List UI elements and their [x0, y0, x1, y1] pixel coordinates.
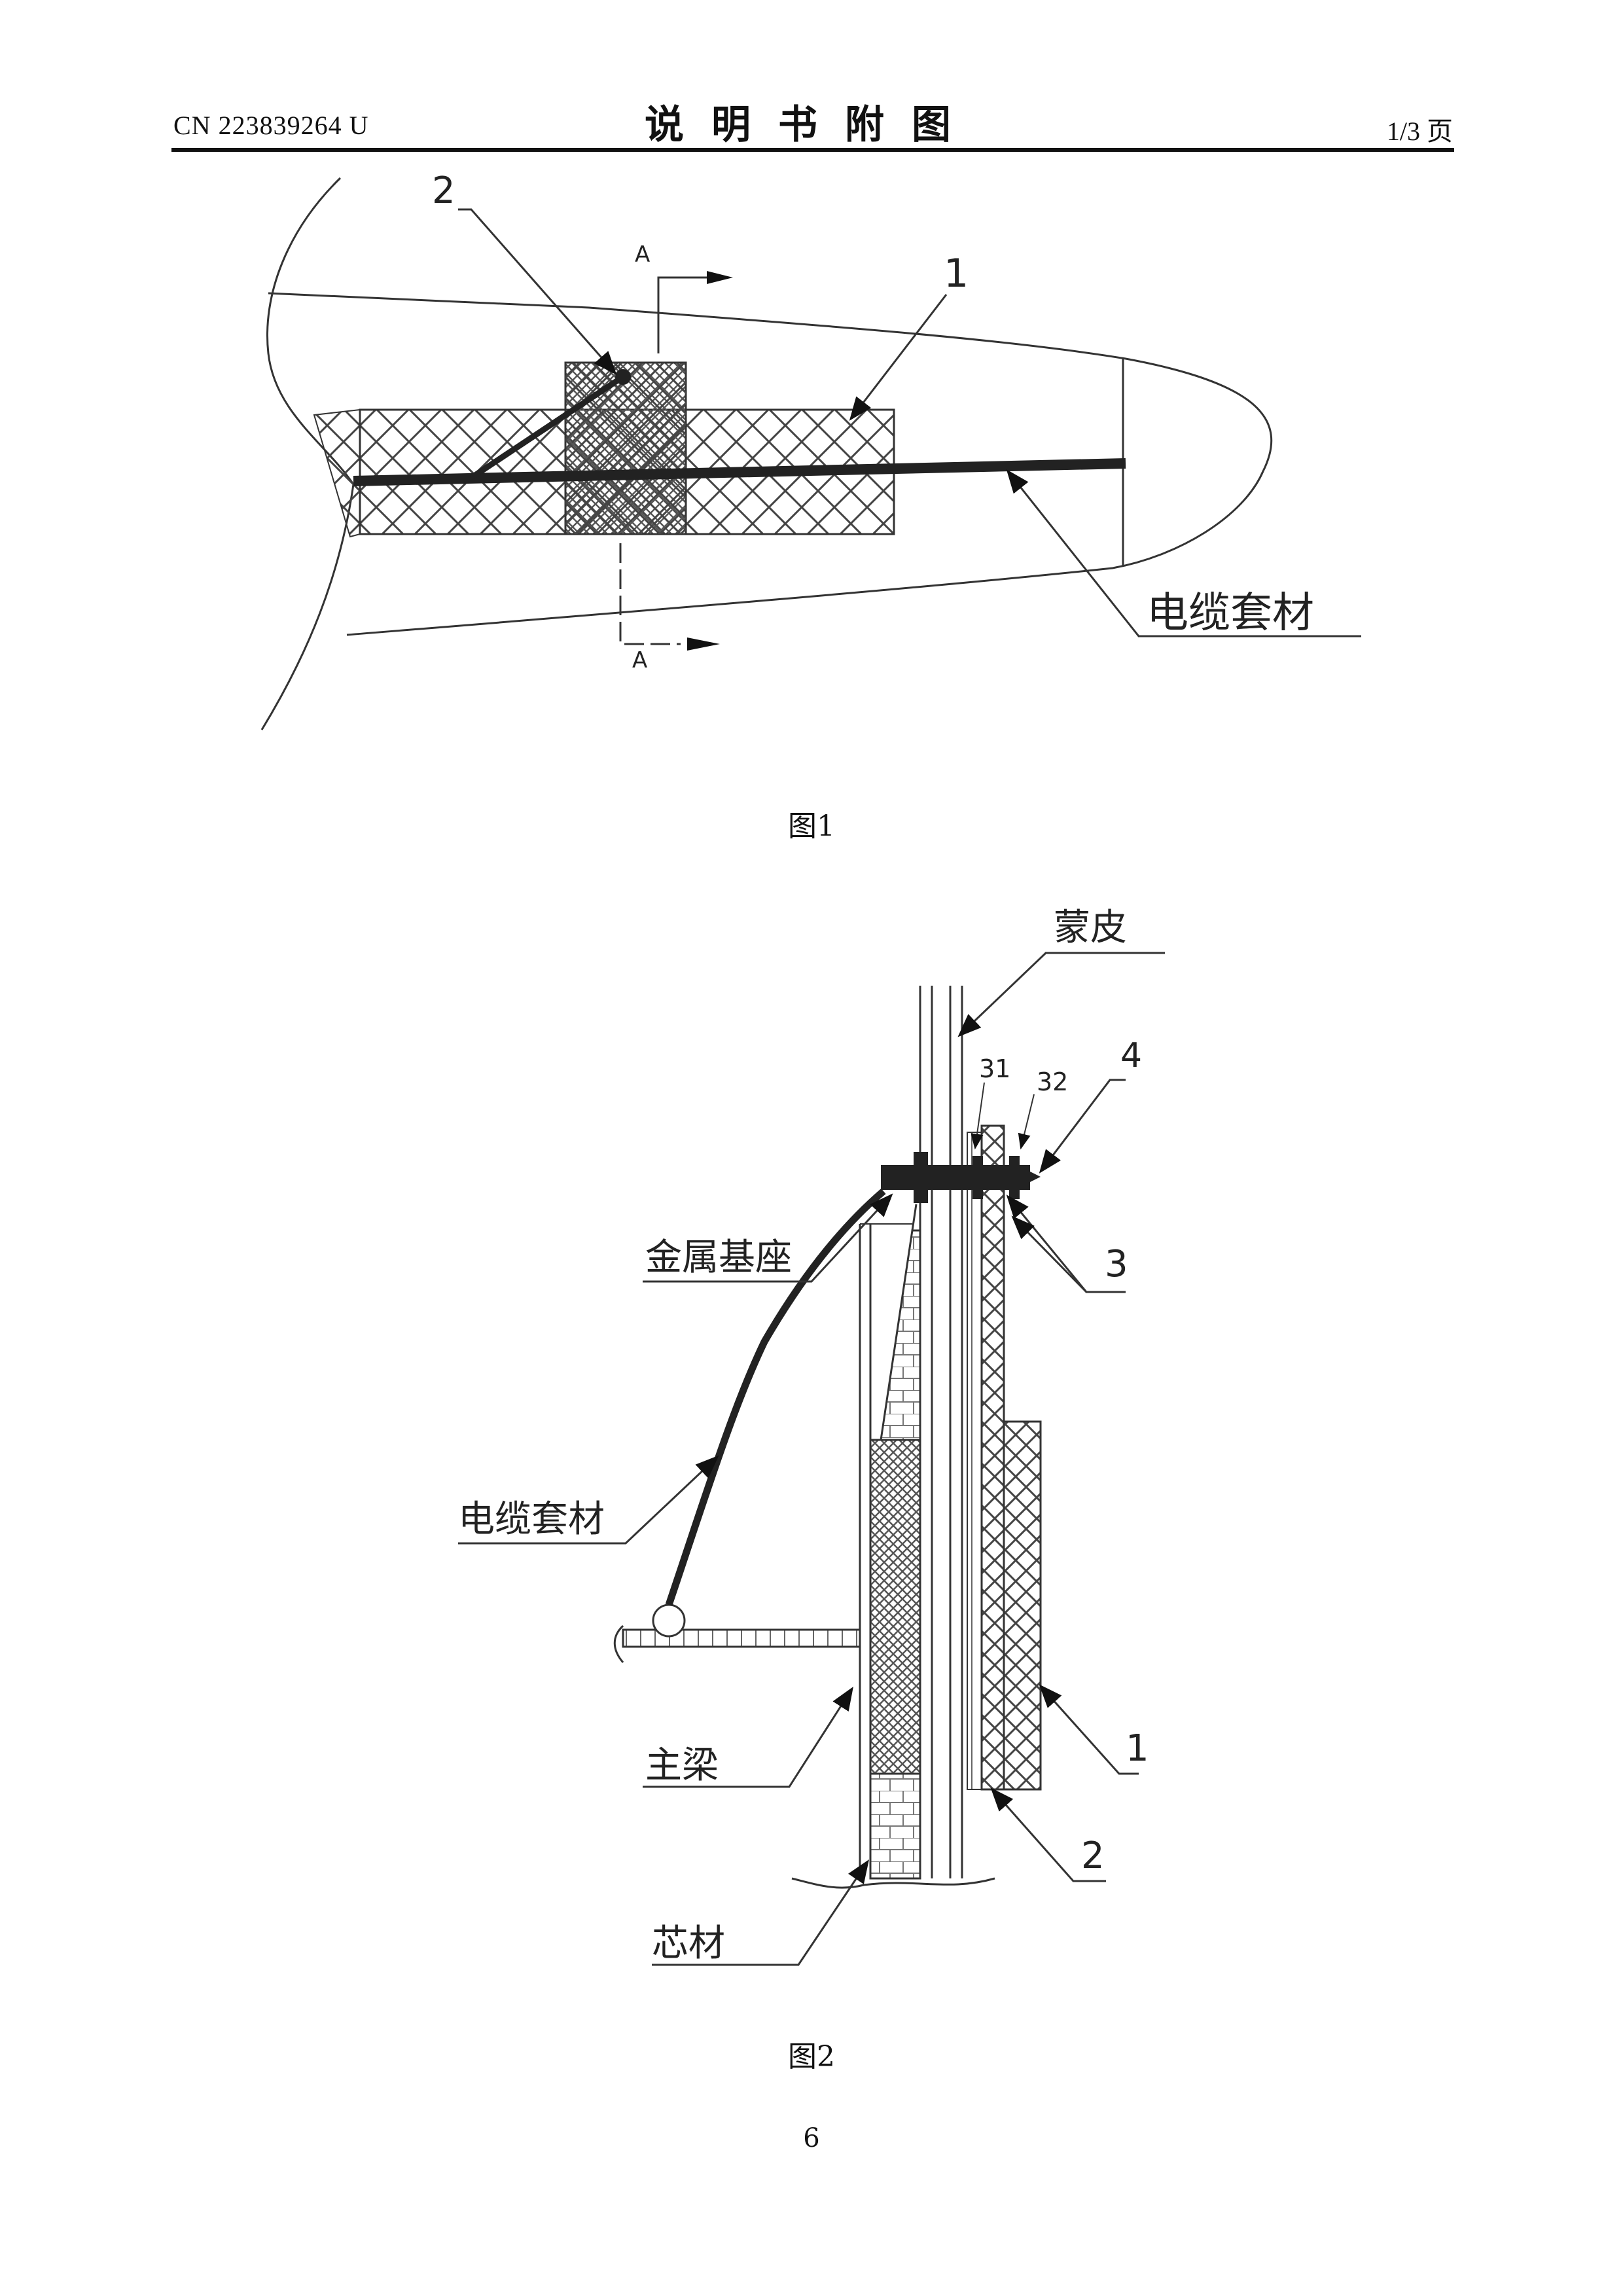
label-32: 32 [1037, 1067, 1068, 1096]
label-main-beam: 主梁 [645, 1744, 719, 1787]
part-1-strip [982, 1126, 1004, 1789]
label-core-material: 芯材 [652, 1922, 725, 1965]
tapered-core [881, 1230, 920, 1440]
label-1: 1 [1126, 1727, 1149, 1770]
label-skin: 蒙皮 [1054, 906, 1127, 949]
skin-plies [920, 986, 962, 1878]
core-material [870, 1774, 920, 1878]
page-number: 6 [0, 2123, 1623, 2153]
label-2: 2 [1081, 1835, 1105, 1877]
label-metal-base: 金属基座 [645, 1236, 792, 1279]
label-31: 31 [979, 1054, 1010, 1083]
part-2-strip [967, 1132, 982, 1789]
figure-2-caption: 图2 [0, 2033, 1623, 2075]
metal-base [881, 1165, 1030, 1190]
main-beam [870, 1440, 920, 1774]
label-3: 3 [1105, 1243, 1128, 1285]
label-cable-sheath: 电缆套材 [458, 1498, 605, 1541]
label-4: 4 [1120, 1036, 1142, 1075]
